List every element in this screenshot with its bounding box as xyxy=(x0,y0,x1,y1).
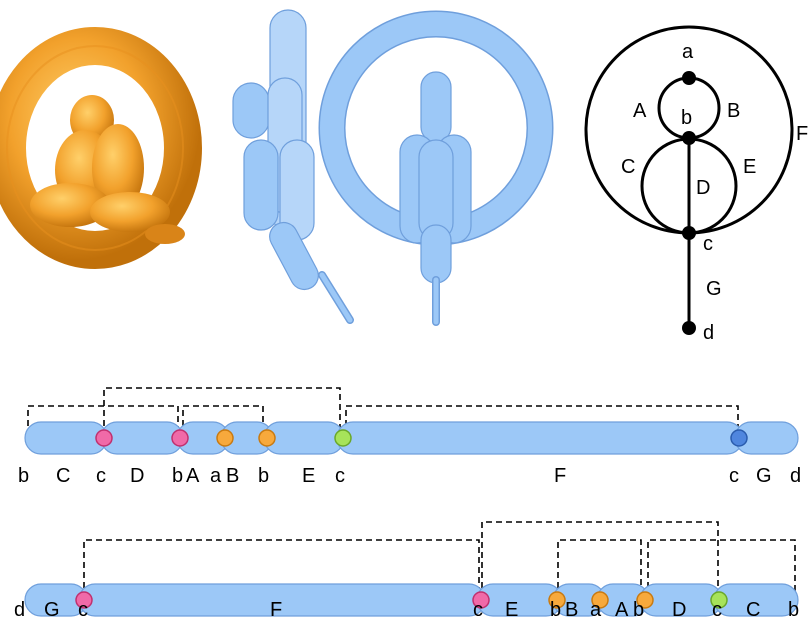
strip1-label: F xyxy=(554,465,566,487)
strip2-label: b xyxy=(550,599,561,621)
strip1-brackets xyxy=(27,387,739,436)
vertex-d xyxy=(682,321,696,335)
graph-diagram: a b c d A B C D E F G xyxy=(584,25,808,344)
vertex-a xyxy=(682,71,696,85)
strip2-brackets xyxy=(83,521,796,598)
strip1-label: B xyxy=(226,465,239,487)
strip1-knot-c1 xyxy=(95,429,113,447)
strip2-label: a xyxy=(590,599,602,621)
strip1-knot-b2 xyxy=(258,429,276,447)
vertex-label-b: b xyxy=(681,107,692,129)
balloon-front-view xyxy=(318,10,554,326)
edge-label-B: B xyxy=(727,100,740,122)
strip1-label: b xyxy=(258,465,269,487)
strip2-knot-a xyxy=(591,591,609,609)
edge-label-F: F xyxy=(796,123,808,145)
strip1-label: b xyxy=(172,465,183,487)
edge-label-G: G xyxy=(706,278,722,300)
strip1-label: D xyxy=(130,465,144,487)
strip2-label: b xyxy=(788,599,799,621)
strip2-label: B xyxy=(565,599,578,621)
strip2-label: E xyxy=(505,599,518,621)
strip2-label: c xyxy=(473,599,483,621)
strip1-label: A xyxy=(186,465,200,487)
edge-label-D: D xyxy=(696,177,710,199)
strip2-label: b xyxy=(633,599,644,621)
balloon-strip-1: b C c D b A a B b E c F c G d xyxy=(18,387,801,487)
strip2-knot-c2 xyxy=(472,591,490,609)
strip2-knot-b2 xyxy=(636,591,654,609)
strip1-label: c xyxy=(96,465,106,487)
strip2-label: G xyxy=(44,599,60,621)
strip2-label: C xyxy=(746,599,760,621)
vertex-label-c: c xyxy=(703,233,713,255)
strip1-label: G xyxy=(756,465,772,487)
strip2-knot-b1 xyxy=(548,591,566,609)
strip2-label: F xyxy=(270,599,282,621)
balloon-photo xyxy=(0,27,202,269)
strip2-label: c xyxy=(78,599,88,621)
strip1-knot-a xyxy=(216,429,234,447)
strip2-label: d xyxy=(14,599,25,621)
strip1-label: c xyxy=(729,465,739,487)
edge-label-A: A xyxy=(633,100,647,122)
strip2-label: A xyxy=(615,599,629,621)
strip1-knot-b1 xyxy=(171,429,189,447)
strip1-label: d xyxy=(790,465,801,487)
vertex-label-a: a xyxy=(682,41,694,63)
strip1-label: C xyxy=(56,465,70,487)
strip1-knot-c3 xyxy=(730,429,748,447)
vertex-b xyxy=(682,131,696,145)
strip1-label: a xyxy=(210,465,222,487)
edge-label-E: E xyxy=(743,156,756,178)
vertex-label-d: d xyxy=(703,322,714,344)
strip2-knot-c1 xyxy=(75,591,93,609)
strip1-label: b xyxy=(18,465,29,487)
strip1-label: c xyxy=(335,465,345,487)
balloon-side-view xyxy=(232,9,354,324)
strip1-knot-c2 xyxy=(334,429,352,447)
strip1-label: E xyxy=(302,465,315,487)
edge-label-C: C xyxy=(621,156,635,178)
vertex-c xyxy=(682,226,696,240)
strip2-label: c xyxy=(712,599,722,621)
strip2-knot-c3 xyxy=(710,591,728,609)
strip2-label: D xyxy=(672,599,686,621)
balloon-strip-2 xyxy=(24,521,799,617)
